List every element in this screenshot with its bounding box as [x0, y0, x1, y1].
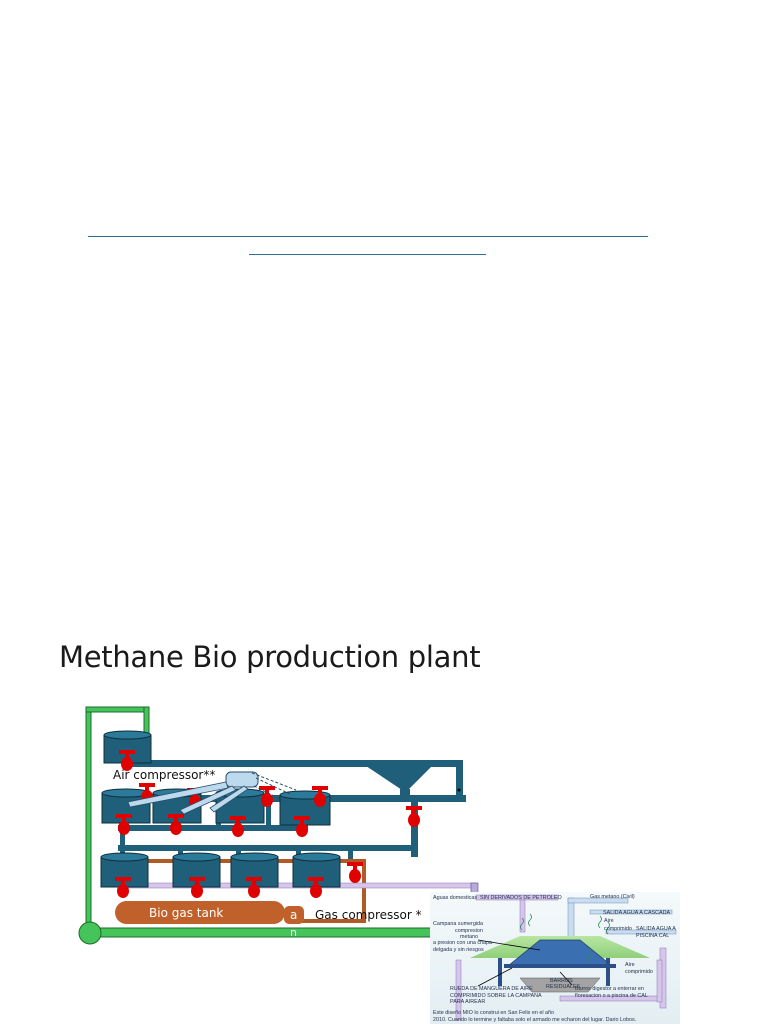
inset-residuales: RESIDUALES: [546, 984, 581, 990]
inset-campana-5: delgada y sin riesgos: [433, 947, 484, 953]
top-digester-tank: [103, 730, 152, 771]
inset-campana-1: Campana sumergida: [433, 921, 483, 927]
inset-aire-1b: comprimido: [604, 926, 632, 932]
air-compressor-unit: [127, 771, 297, 815]
inset-aire-1: Aire: [604, 918, 614, 924]
inset-aire-2: Aire: [625, 962, 635, 968]
inset-gas-metano: Gas metano (Civil): [590, 894, 635, 900]
inset-campana-3: metano: [460, 934, 478, 940]
feed-hopper: [126, 760, 463, 801]
bottom-tank-row: [100, 852, 363, 898]
inset-campana-4: a presion con una chapa: [433, 940, 492, 946]
bio-gas-tank-label: Bio gas tank: [149, 906, 223, 920]
inset-salida-cascada: SALIDA AGUA A CASCADA: [603, 910, 671, 916]
inset-aguas: Aguas domesticas: [433, 895, 477, 901]
inset-rueda-1: RUEDA DE MANGUERA DE AIRE: [450, 986, 533, 992]
gas-compressor-label: Gas compressor *: [315, 908, 422, 922]
header-rule-long: [88, 236, 648, 237]
drop-valve: [406, 806, 422, 827]
inset-salida-piscina-b: PISCINA CAL: [636, 933, 669, 939]
green-air-line: [78, 706, 469, 945]
digester-schematic-inset: Aguas domesticas SIN DERIVADOS DE PETROL…: [430, 892, 680, 1024]
mid-manifold: [118, 825, 308, 831]
valve-label-n: n: [290, 926, 297, 939]
header-rule-short: [249, 254, 486, 255]
inset-rueda-3: PARA AIREAR: [450, 999, 485, 1005]
valve-label-a: a: [290, 908, 297, 922]
inset-barros-dig-2: floresacion o a piscina de CAL: [575, 993, 648, 999]
inset-salida-piscina: SALIDA AGUA A: [636, 926, 676, 932]
inset-barros-dig-1: Barros digestor a enterrar en: [575, 986, 644, 992]
inset-barros: BARROS: [550, 978, 573, 984]
page-title: Methane Bio production plant: [59, 640, 481, 674]
inset-campana-2: compresion: [455, 928, 483, 934]
inset-sin-derivados: SIN DERIVADOS DE PETROLEO: [480, 895, 562, 901]
air-compressor-label: Air compressor**: [113, 768, 215, 782]
inset-footer-1: Este diseño MIO lo construi en San Felix…: [433, 1010, 554, 1016]
inset-aire-2b: comprimido: [625, 969, 653, 975]
inset-footer-2: 2010. Cuando lo termine y faltaba solo e…: [433, 1017, 636, 1023]
inset-rueda-2: COMPRIMIDO SOBRE LA CAMPANA: [450, 993, 542, 999]
bio-gas-tank: [115, 901, 304, 924]
lower-manifold: [118, 845, 416, 851]
